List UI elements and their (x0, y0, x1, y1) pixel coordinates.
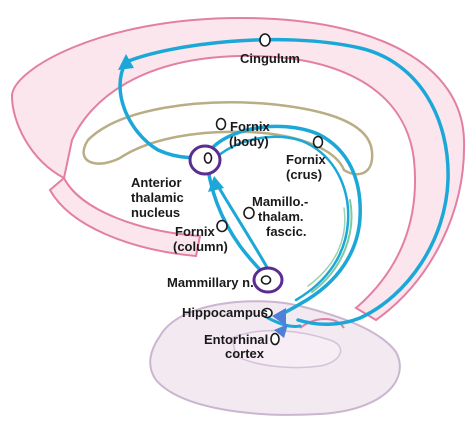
entorhinal-label-line2: cortex (225, 346, 265, 361)
mamillothalamic-label-line2: thalam. (258, 209, 304, 224)
fornix-body-marker (215, 117, 227, 131)
hippocampus-label: Hippocampus (182, 305, 268, 320)
anterior-thalamic-label-line2: thalamic (131, 190, 184, 205)
location-markers (215, 33, 324, 346)
anterior-thalamic-nucleus (188, 144, 222, 176)
fornix-crus-label-line2: (crus) (286, 167, 322, 182)
anterior-thalamic-nucleus-inner (203, 152, 213, 164)
cortex-band-lower-fill (48, 176, 202, 258)
cingulum-marker (259, 33, 271, 47)
fornix-crus-label-line1: Fornix (286, 152, 326, 167)
temporal-pink-edge (299, 318, 345, 329)
mammillary-label: Mammillary n. (167, 275, 254, 290)
fornix-column-label-line1: Fornix (175, 224, 215, 239)
fornix-crus-marker (312, 135, 324, 149)
anterior-thalamic-label-line3: nucleus (131, 205, 180, 220)
green-strand-2 (307, 207, 346, 287)
cortex-band (10, 16, 466, 322)
mamillothalamic-label-line3: fascic. (266, 224, 306, 239)
cortex-band-fill (10, 16, 466, 322)
cingulum-arrowhead (118, 54, 134, 70)
green-strand (311, 199, 353, 293)
hippocampus-arrowhead (274, 324, 288, 338)
entorhinal-arrowhead (272, 308, 286, 326)
mamillothalamic-path (216, 184, 274, 278)
hippocampus-marker (261, 307, 273, 319)
entorhinal-label-line1: Entorhinal (204, 332, 268, 347)
mamillothalamic-label-line1: Mamillo.- (252, 194, 308, 209)
fornix-body-label-line2: (body) (229, 134, 269, 149)
mamillothalamic-marker (243, 206, 255, 220)
temporal-lobe (149, 300, 401, 416)
mammillary-nucleus-outer (252, 266, 284, 294)
fornix-body-label-line1: Fornix (230, 119, 270, 134)
cingulum-label: Cingulum (240, 51, 300, 66)
fornix-column-label-line2: (column) (173, 239, 228, 254)
corpus-callosum (82, 101, 374, 176)
anterior-thalamic-label-line1: Anterior (131, 175, 182, 190)
entorhinal-marker (270, 332, 280, 346)
fornix-column-marker (216, 219, 228, 233)
fornix-body-path (204, 124, 362, 318)
mamillothalamic-arrowhead (208, 176, 224, 192)
mammillary-nucleus (252, 266, 284, 294)
mammillary-nucleus-inner (260, 275, 272, 285)
fornix-body-path-2 (210, 135, 350, 302)
